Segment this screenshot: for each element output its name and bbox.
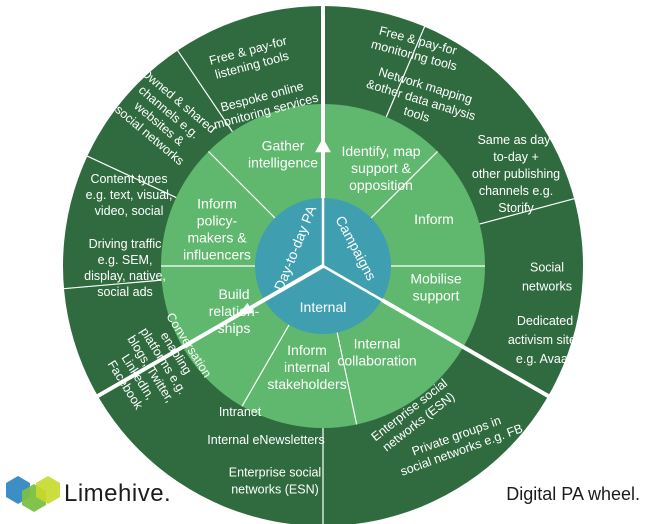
divider-line [95,264,324,399]
outer-segment-label-line: display, native, [84,269,166,283]
outer-segment-label-line: to-day + [493,150,539,164]
outer-segment-label: Internal eNewsletters [207,433,324,447]
divider-line [208,151,276,219]
outer-segment-label-line: social ads [97,285,153,299]
divider-line [61,279,162,290]
middle-segment-label-line: internal [284,359,330,375]
outer-segment-label-line: e.g. SEM, [98,253,153,267]
outer-segment-label-line: Enterprise social [229,466,321,480]
outer-segment-label: Social networks [522,261,572,294]
divider-line [175,48,233,133]
middle-segment-label-line: influencers [183,247,251,263]
outer-segment-label: Intranet [219,405,262,419]
middle-segment-label-line: collaboration [337,353,416,369]
outer-segment-label-line: Driving traffic [89,237,162,251]
outer-segment-label-line: Dedicated [517,314,573,328]
outer-segment-label: Same as day-to-day + other publishing chan… [472,133,560,215]
middle-segment-label-line: Mobilise [410,271,462,287]
outer-segment-label-line: networks (ESN) [231,483,319,497]
outer-segment-label-line: e.g. text, visual, [86,188,173,202]
outer-segment-label: Content types e.g. text, visual, video, so… [86,172,173,218]
divider-line [336,332,358,425]
arrowhead-icon [238,302,254,315]
outer-segment-label-line: Same as day- [477,133,554,147]
divider-line [241,324,290,407]
middle-segment-label-line: Inform [414,211,454,227]
middle-segment-label-line: Inform [287,342,327,358]
middle-segment-label-line: Internal [354,336,401,352]
middle-segment-label-line: opposition [349,177,413,193]
divider-line [322,264,383,302]
middle-segment-label-line: relation- [209,303,260,319]
outer-segment-label-line: Content types [90,172,167,186]
outer-segment-label: Dedicated activism sites e.g. Avaaz [508,314,582,366]
divider-line [380,298,551,399]
diagram-caption: Digital PA wheel. [506,484,640,504]
middle-segment-label: Inform [414,211,454,227]
outer-segment-label-line: video, social [95,204,164,218]
outer-segment-label-line: activism sites [508,333,582,347]
middle-segment-label-line: makers & [187,230,247,246]
middle-segment-label-line: stakeholders [267,376,346,392]
brand-name: Limehive. [64,480,172,507]
divider-line [479,197,577,225]
limehive-logo-icon [6,476,60,512]
core-label: Internal [300,299,347,315]
middle-segment-label-line: Build [218,286,249,302]
middle-segment-label-line: Inform [197,196,237,212]
middle-segment-label-line: support & [351,160,412,176]
middle-segment-label-line: support [413,288,460,304]
middle-segment-label-line: intelligence [248,155,318,171]
outer-segment-label-line: Storify [498,201,534,215]
outer-segment-label: Driving traffic e.g. SEM, display, native,… [84,237,166,299]
outer-segment-label-line: channels e.g. [479,184,553,198]
outer-segment-label: Enterprise social networks (ESN) [229,466,321,497]
outer-segment-label-line: other publishing [472,167,560,181]
arrowhead-icon [315,138,331,153]
outer-segment-label-line: Internal eNewsletters [207,433,324,447]
outer-segment-label-line: Social [530,261,564,275]
middle-segment-label-line: Identify, map [341,143,420,159]
middle-segment-label-line: Gather [262,138,305,154]
outer-segment-label-line: e.g. Avaaz [516,352,574,366]
outer-segment-label-line: Intranet [219,405,262,419]
middle-segment-label-line: policy- [197,213,238,229]
divider-line [385,24,426,118]
divider-line [85,154,177,199]
middle-segment-label-line: ships [218,320,251,336]
arrows [238,138,331,315]
divider-line [370,151,438,219]
outer-segment-label-line: networks [522,280,572,294]
divider-lines [61,4,577,524]
